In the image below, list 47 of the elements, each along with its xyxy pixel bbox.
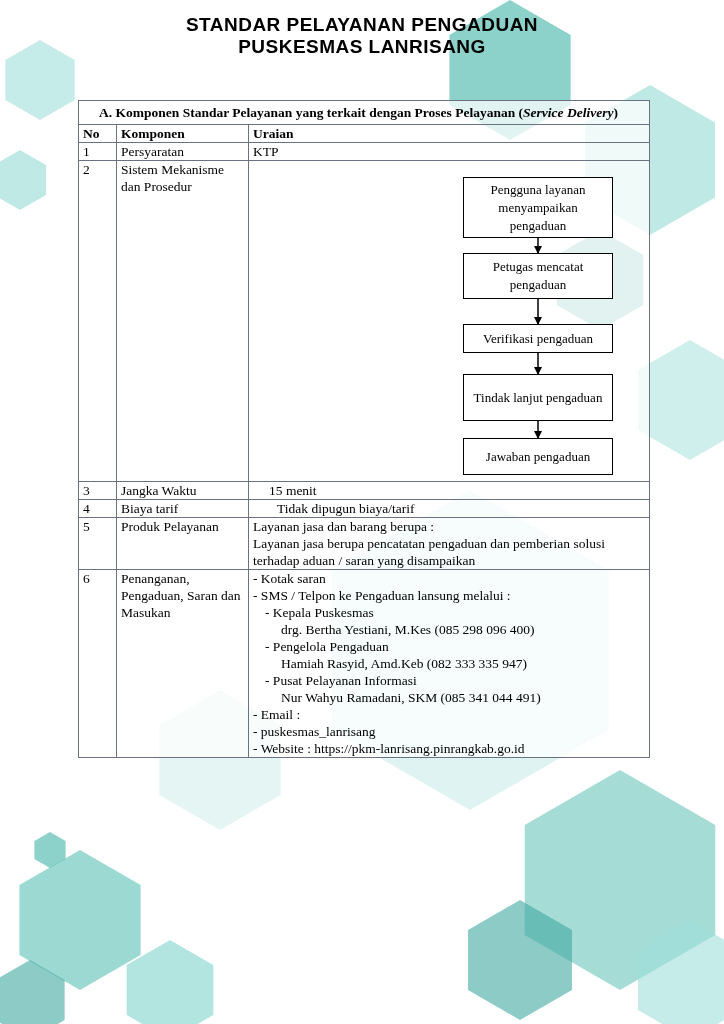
table-text: 15 menit (268, 482, 318, 499)
process-box (463, 438, 613, 475)
table-text: - SMS / Telpon ke Pengaduan lansung melalui : (253, 587, 512, 604)
table-text: - Kotak saran (253, 570, 327, 587)
table-text: Layanan jasa berupa pencatatan pengaduan dan pemberian solusi terhadap aduan / saran yang disampaikan (253, 535, 606, 569)
table-text: Persyaratan (121, 143, 185, 160)
table-text: Komponen (121, 125, 186, 142)
table-text: Tidak dipugun biaya/tarif (276, 500, 416, 517)
table-text: - Email : (253, 706, 302, 723)
table-text: drg. Bertha Yestiani, M.Kes (085 298 096 400) (280, 621, 536, 638)
table-text: - Kepala Puskesmas (264, 604, 375, 621)
table-text: Biaya tarif (121, 500, 180, 517)
table-text: 3 (83, 482, 91, 499)
box-text: Tindak lanjut pengaduan (473, 388, 603, 407)
table-text: 5 (83, 518, 91, 535)
box-text: Petugas mencatat pengaduan (491, 258, 585, 294)
table-text: No (83, 125, 101, 142)
process-box (463, 177, 613, 238)
table-text: Hamiah Rasyid, Amd.Keb (082 333 335 947) (280, 655, 528, 672)
arrow (534, 352, 542, 375)
table-text: Nur Wahyu Ramadani, SKM (085 341 044 491) (280, 689, 542, 706)
table-text: - Pengelola Pengaduan (264, 638, 390, 655)
table-text: A. Komponen Standar Pelayanan yang terkait dengan Proses Pelayanan (Service Delivery) (99, 104, 619, 121)
table-text: 6 (83, 570, 91, 587)
table-text: - Website : https://pkm-lanrisang.pinrangkab.go.id (253, 740, 526, 757)
table-text: Uraian (253, 125, 295, 142)
process-box (463, 324, 613, 353)
process-box (463, 253, 613, 299)
arrow (534, 298, 542, 325)
box-text: Pengguna layanan menyampaikan pengaduan (489, 180, 587, 235)
table-text: 1 (83, 143, 91, 160)
table-text: - puskesmas_lanrisang (253, 723, 377, 740)
arrow (534, 237, 542, 254)
table-text: Sistem Mekanisme dan Prosedur (121, 161, 226, 195)
table-text: 2 (83, 161, 91, 178)
table-text: Layanan jasa dan barang berupa : (253, 518, 436, 535)
arrow (534, 420, 542, 439)
process-box (463, 374, 613, 421)
table-text: - Pusat Pelayanan Informasi (264, 672, 418, 689)
table-text: KTP (253, 143, 280, 160)
box-text: Jawaban pengaduan (485, 447, 591, 466)
box-text: Verifikasi pengaduan (482, 329, 594, 348)
page-title: STANDAR PELAYANAN PENGADUAN PUSKESMAS LANRISANG (184, 14, 540, 58)
table-text: 4 (83, 500, 91, 517)
table-text: Jangka Waktu (121, 482, 198, 499)
table-text: Penanganan, Pengaduan, Saran dan Masukan (121, 570, 242, 621)
table-text: Produk Pelayanan (121, 518, 220, 535)
